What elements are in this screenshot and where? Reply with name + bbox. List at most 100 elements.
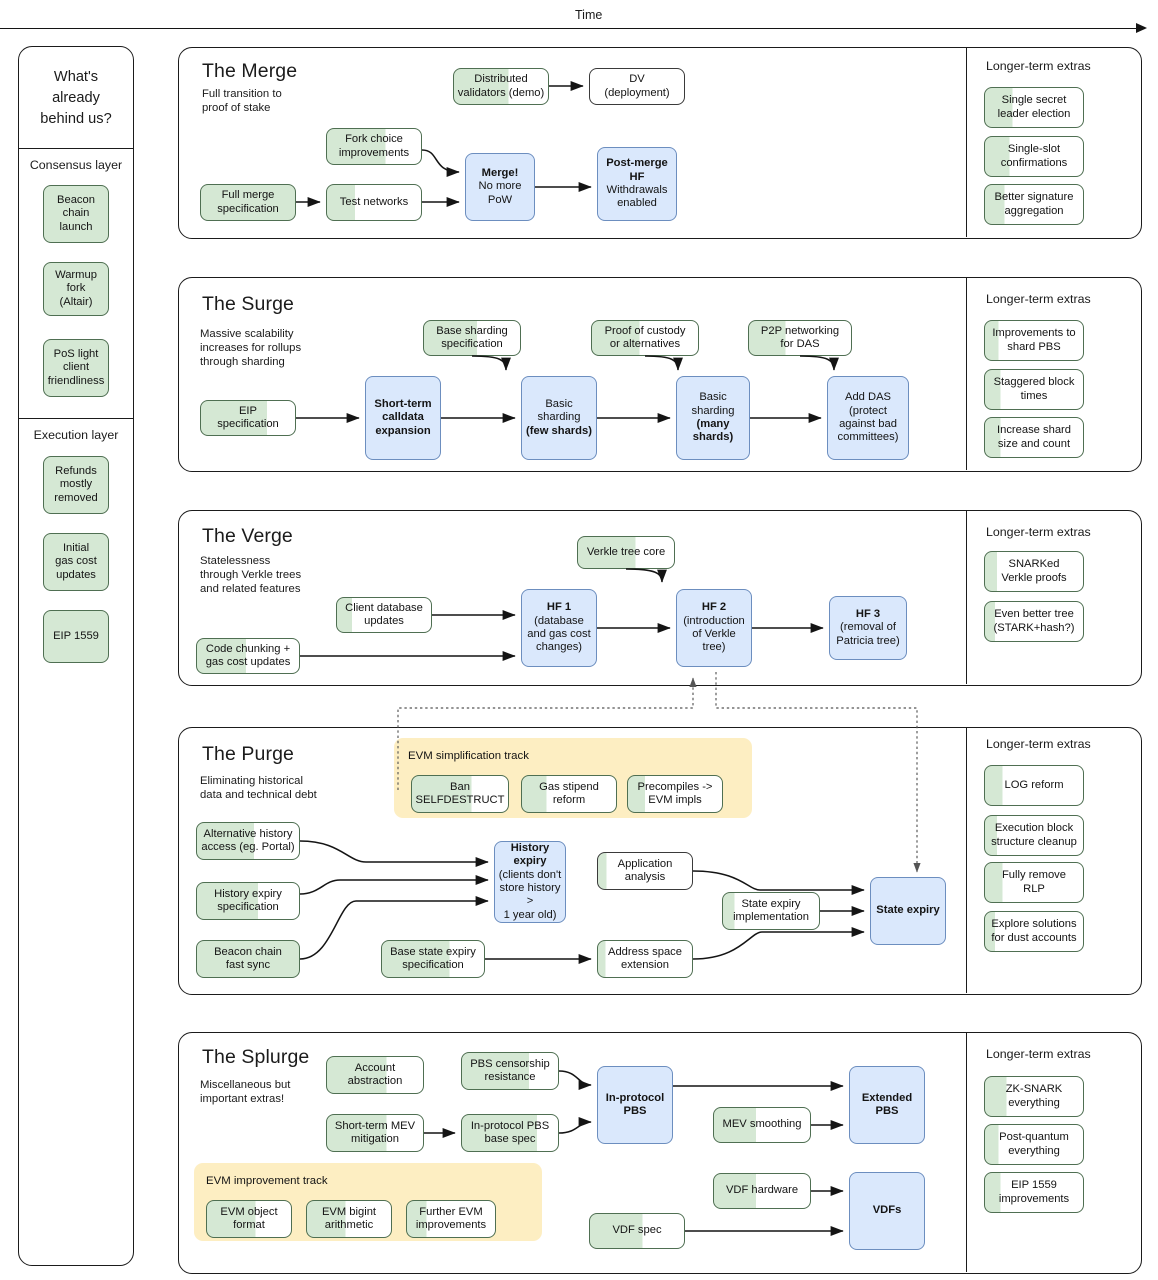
node-label: reform	[552, 794, 586, 806]
node-vdfs[interactable]: VDFs	[849, 1172, 925, 1250]
node-label: specification	[402, 959, 464, 971]
extra-label: SNARKed	[1008, 558, 1060, 571]
extras-title-purge: Longer-term extras	[986, 737, 1091, 751]
sidebar-panel: What's already behind us? Consensus laye…	[18, 46, 134, 1266]
node-short-term-mev-mitigation[interactable]: Short-term MEV mitigation	[326, 1114, 424, 1152]
sidebar-item-eip-1559[interactable]: EIP 1559	[43, 610, 109, 663]
node-label: HF 3	[855, 607, 881, 620]
extra-even-better-tree[interactable]: Even better tree (STARK+hash?)	[984, 601, 1084, 642]
extra-snarked-verkle-proofs[interactable]: SNARKed Verkle proofs	[984, 551, 1084, 592]
node-basic-sharding-many-shards[interactable]: Basic sharding (many shards)	[676, 376, 750, 460]
node-address-space-extension[interactable]: Address space extension	[597, 940, 693, 978]
extra-single-slot-confirmations[interactable]: Single-slot confirmations	[984, 136, 1084, 177]
node-distributed-validators[interactable]: Distributed validators (demo)	[453, 68, 549, 105]
node-label: Alternative history	[203, 827, 293, 840]
node-post-merge-hf[interactable]: Post-merge HF Withdrawals enabled	[597, 147, 677, 221]
node-label: sharding	[691, 404, 735, 417]
node-add-das[interactable]: Add DAS (protect against bad committees)	[827, 376, 909, 460]
phase-subtitle-purge: Eliminating historical data and technica…	[200, 774, 317, 802]
node-state-expiry[interactable]: State expiry	[870, 877, 946, 945]
node-beacon-chain-fast-sync[interactable]: Beacon chain fast sync	[196, 940, 300, 978]
node-label: Test networks	[339, 195, 409, 208]
extra-eip-1559-improvements[interactable]: EIP 1559 improvements	[984, 1172, 1084, 1213]
node-client-database-updates[interactable]: Client database updates	[336, 597, 432, 633]
node-proof-of-custody[interactable]: Proof of custody or alternatives	[591, 320, 699, 356]
extra-fully-remove-rlp[interactable]: Fully remove RLP	[984, 862, 1084, 903]
phase-title-surge: The Surge	[202, 293, 294, 315]
node-vdf-hardware[interactable]: VDF hardware	[713, 1173, 811, 1209]
extra-improvements-to-shard-pbs[interactable]: Improvements to shard PBS	[984, 320, 1084, 361]
node-account-abstraction[interactable]: Account abstraction	[326, 1056, 424, 1094]
node-code-chunking-gas-cost-updates[interactable]: Code chunking + gas cost updates	[196, 638, 300, 674]
extra-staggered-block-times[interactable]: Staggered block times	[984, 369, 1084, 410]
node-short-term-calldata-expansion[interactable]: Short-term calldata expansion	[365, 376, 441, 460]
node-merge-no-more-pow[interactable]: Merge! No more PoW	[465, 153, 535, 221]
sidebar-item-beacon-chain-launch[interactable]: Beacon chain launch	[43, 185, 109, 243]
node-label: Ban	[450, 780, 470, 793]
extra-execution-block-structure-cleanup[interactable]: Execution block structure cleanup	[984, 815, 1084, 856]
extra-label: Verkle proofs	[1001, 571, 1067, 584]
node-in-protocol-pbs[interactable]: In-protocol PBS	[597, 1066, 673, 1144]
sidebar-item-initial-gas-cost-updates[interactable]: Initial gas cost updates	[43, 533, 109, 591]
phase-divider-verge	[966, 510, 967, 684]
node-test-networks[interactable]: Test networks	[326, 184, 422, 221]
node-mev-smoothing[interactable]: MEV smoothing	[713, 1107, 811, 1143]
node-evm-bigint-arithmetic[interactable]: EVM bigint arithmetic	[306, 1200, 392, 1238]
sidebar-item-warmup-fork-altair[interactable]: Warmup fork (Altair)	[43, 262, 109, 316]
node-alternative-history-access[interactable]: Alternative history access (eg. Portal)	[196, 822, 300, 860]
node-eip-specification[interactable]: EIP specification	[200, 400, 296, 436]
node-hf-3[interactable]: HF 3 (removal of Patricia tree)	[829, 596, 907, 660]
node-ban-selfdestruct[interactable]: Ban SELFDESTRUCT	[411, 775, 509, 813]
node-label: improvements	[415, 1219, 487, 1231]
phase-subtitle-line: Massive scalability	[200, 328, 294, 340]
node-label: base spec	[484, 1133, 536, 1145]
extra-increase-shard-size-and-count[interactable]: Increase shard size and count	[984, 417, 1084, 458]
node-base-state-expiry-specification[interactable]: Base state expiry specification	[381, 940, 485, 978]
sidebar-item-refunds-mostly-removed[interactable]: Refunds mostly removed	[43, 456, 109, 514]
extra-post-quantum-everything[interactable]: Post-quantum everything	[984, 1124, 1084, 1165]
node-gas-stipend-reform[interactable]: Gas stipend reform	[521, 775, 617, 813]
node-dv-deployment[interactable]: DV (deployment)	[589, 68, 685, 105]
node-application-analysis[interactable]: Application analysis	[597, 852, 693, 890]
extra-better-signature-aggregation[interactable]: Better signature aggregation	[984, 184, 1084, 225]
node-fork-choice-improvements[interactable]: Fork choice improvements	[326, 128, 422, 165]
sidebar-item-pos-light-client-friendliness[interactable]: PoS light client friendliness	[43, 339, 109, 397]
node-label: specification	[441, 338, 503, 350]
node-label: No more	[478, 180, 522, 193]
node-base-sharding-specification[interactable]: Base sharding specification	[423, 320, 521, 356]
extra-label: ZK-SNARK	[1005, 1083, 1063, 1096]
node-hf-2[interactable]: HF 2 (introduction of Verkle tree)	[676, 589, 752, 667]
sidebar-title-line-1: What's	[53, 69, 99, 85]
sidebar-item-label: Beacon	[57, 193, 95, 206]
node-extended-pbs[interactable]: Extended PBS	[849, 1066, 925, 1144]
phase-subtitle-line: through Verkle trees	[200, 569, 302, 582]
node-vdf-spec[interactable]: VDF spec	[589, 1213, 685, 1249]
node-p2p-networking-for-das[interactable]: P2P networking for DAS	[748, 320, 852, 356]
node-label: extension	[621, 959, 669, 971]
extra-label: Staggered block	[993, 376, 1075, 389]
node-precompiles-evm-impls[interactable]: Precompiles -> EVM impls	[627, 775, 723, 813]
node-label: EVM bigint	[321, 1205, 377, 1218]
node-in-protocol-pbs-base-spec[interactable]: In-protocol PBS base spec	[461, 1114, 559, 1152]
node-label: (clients don't	[498, 868, 562, 881]
extra-label: confirmations	[1000, 156, 1068, 169]
node-label: Client database	[345, 601, 423, 614]
sidebar-item-label: friendliness	[47, 374, 105, 387]
node-state-expiry-implementation[interactable]: State expiry implementation	[722, 892, 820, 930]
phase-subtitle-line: data and technical debt	[200, 789, 317, 802]
node-history-expiry-specification[interactable]: History expiry specification	[196, 882, 300, 920]
node-hf-1[interactable]: HF 1 (database and gas cost changes)	[521, 589, 597, 667]
node-label: PBS	[623, 1105, 647, 1117]
node-history-expiry[interactable]: History expiry (clients don't store hist…	[494, 841, 566, 923]
extra-single-secret-leader-election[interactable]: Single secret leader election	[984, 87, 1084, 128]
node-label: validators (demo)	[457, 86, 545, 99]
extra-zk-snark-everything[interactable]: ZK-SNARK everything	[984, 1076, 1084, 1117]
node-full-merge-specification[interactable]: Full merge specification	[200, 184, 296, 221]
node-basic-sharding-few-shards[interactable]: Basic sharding (few shards)	[521, 376, 597, 460]
extra-log-reform[interactable]: LOG reform	[984, 765, 1084, 806]
node-verkle-tree-core[interactable]: Verkle tree core	[577, 536, 675, 569]
node-pbs-censorship-resistance[interactable]: PBS censorship resistance	[461, 1052, 559, 1090]
node-evm-object-format[interactable]: EVM object format	[206, 1200, 292, 1238]
node-further-evm-improvements[interactable]: Further EVM improvements	[406, 1200, 496, 1238]
extra-explore-solutions-for-dust-accounts[interactable]: Explore solutions for dust accounts	[984, 911, 1084, 952]
